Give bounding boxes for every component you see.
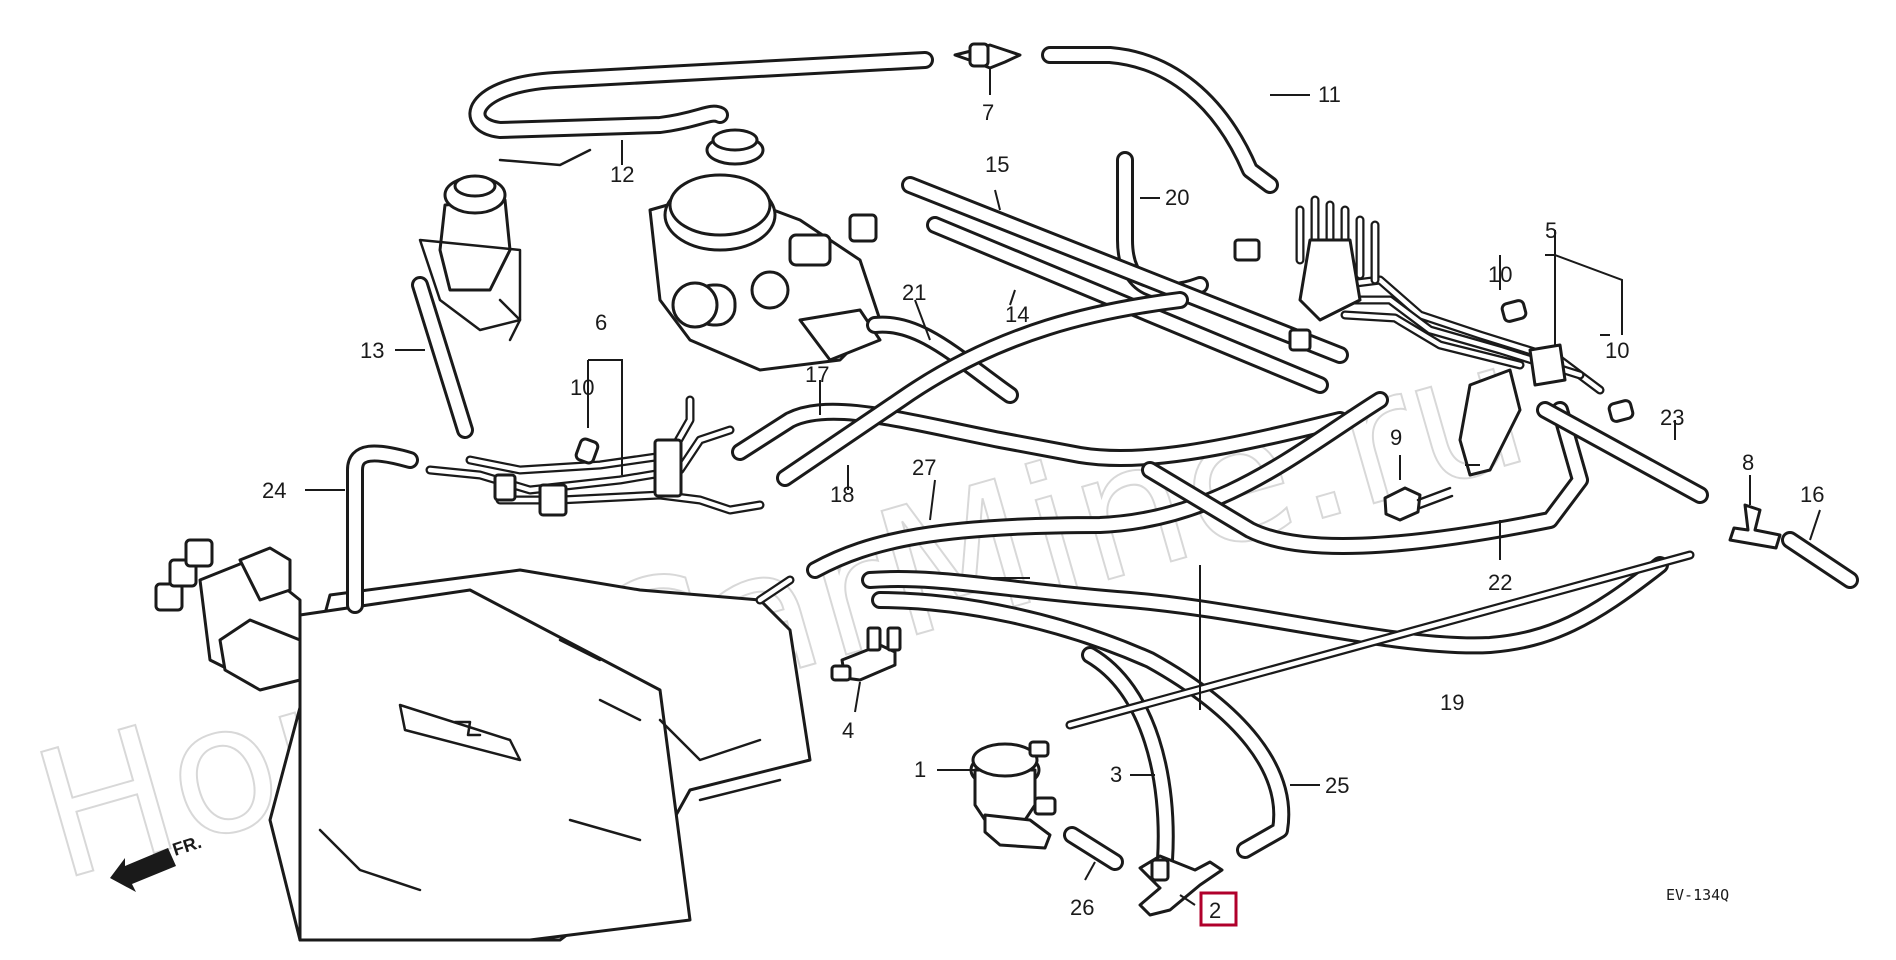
callout-10-right: 10 (1605, 338, 1629, 363)
callout-23: 23 (1660, 405, 1684, 430)
callout-17: 17 (805, 362, 829, 387)
highlighted-callout-2[interactable]: 2 (1199, 891, 1238, 927)
hoses (346, 46, 1859, 871)
callout-27: 27 (912, 455, 936, 480)
callout-25: 25 (1325, 773, 1349, 798)
callout-labels: 7 11 12 20 15 14 21 13 6 10 5 10 10 17 1… (262, 82, 1824, 920)
joint-part-4 (830, 626, 902, 682)
callout-2: 2 (1209, 898, 1221, 923)
callout-16: 16 (1800, 482, 1824, 507)
callout-10-top: 10 (1488, 262, 1512, 287)
joint-part-7 (953, 42, 1022, 70)
leader-lines (305, 68, 1821, 906)
callout-1: 1 (914, 757, 926, 782)
callout-14: 14 (1005, 302, 1029, 327)
bolt-part-9 (1383, 486, 1454, 522)
joint-part-2 (1138, 854, 1224, 917)
callout-4: 4 (842, 718, 854, 743)
callout-6: 6 (595, 310, 607, 335)
front-arrow-icon (110, 848, 176, 892)
valve-assembly-sketch (418, 148, 592, 342)
callout-15: 15 (985, 152, 1009, 177)
callout-19: 19 (1440, 690, 1464, 715)
distributor-sketch (154, 538, 302, 692)
callout-20: 20 (1165, 185, 1189, 210)
callout-22: 22 (1488, 570, 1512, 595)
callout-10-left: 10 (570, 375, 594, 400)
engine-sketch (268, 568, 812, 942)
caps-10 (574, 299, 1635, 465)
throttle-body-sketch (648, 128, 882, 372)
joint-part-8 (1728, 503, 1782, 550)
callout-18: 18 (830, 482, 854, 507)
solenoid-harness (1233, 195, 1605, 477)
tube-harness (425, 395, 765, 517)
callout-7: 7 (982, 100, 994, 125)
callout-13: 13 (360, 338, 384, 363)
callout-3: 3 (1110, 762, 1122, 787)
diagram-code: EV-134Q (1666, 886, 1729, 904)
callout-5: 5 (1545, 218, 1557, 243)
highlight-box (1199, 891, 1238, 927)
callout-21: 21 (902, 280, 926, 305)
callout-11: 11 (1318, 82, 1341, 107)
callout-8: 8 (1742, 450, 1754, 475)
callout-9: 9 (1390, 425, 1402, 450)
valve-part-1 (969, 740, 1057, 850)
callout-24: 24 (262, 478, 286, 503)
callout-26: 26 (1070, 895, 1094, 920)
callout-12: 12 (610, 162, 634, 187)
